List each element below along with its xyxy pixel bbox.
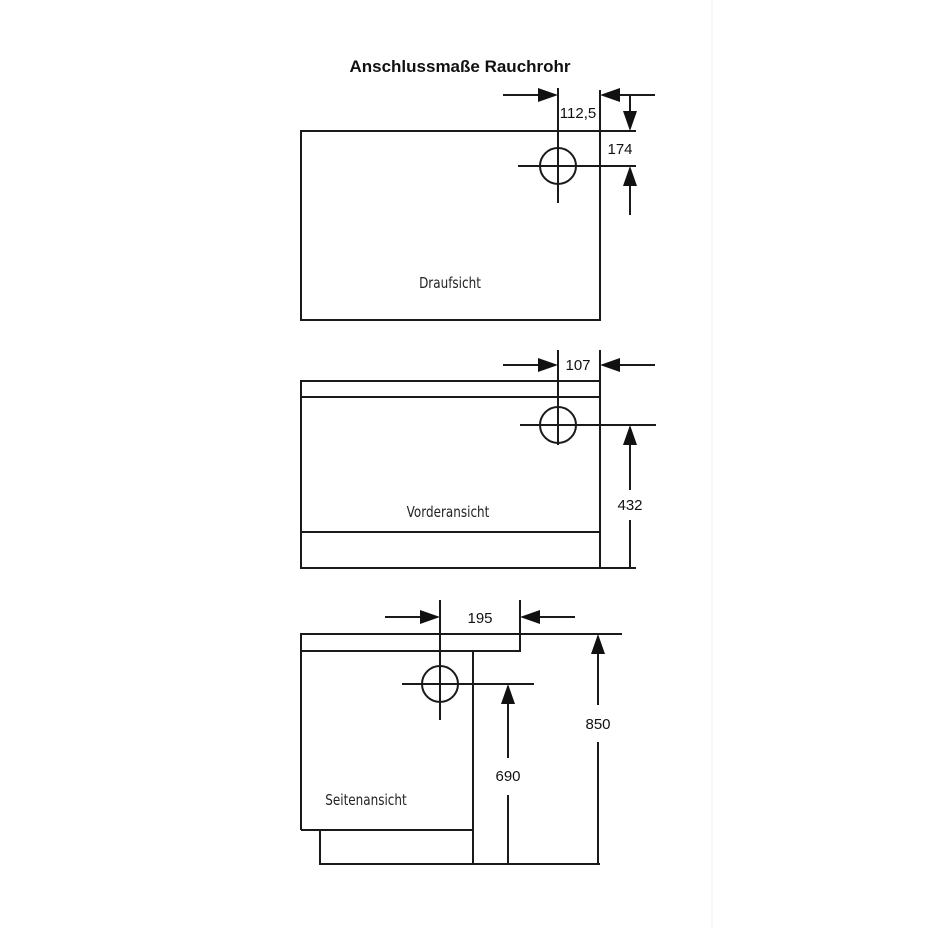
dim-112-5: 112,5 [560, 105, 596, 122]
side-view: 195 690 850 Seitenansicht [300, 600, 622, 865]
front-view-label: Vorderansicht [407, 504, 490, 522]
dim-432: 432 [617, 497, 642, 514]
dim-850: 850 [585, 716, 610, 733]
top-view-label: Draufsicht [419, 275, 481, 293]
front-view-outline [300, 380, 601, 569]
dim-174: 174 [607, 141, 632, 158]
dim-195: 195 [467, 610, 492, 627]
dim-107: 107 [565, 357, 590, 374]
top-view-outline [300, 130, 601, 321]
side-view-label: Seitenansicht [325, 792, 406, 810]
diagram-title: Anschlussmaße Rauchrohr [349, 57, 570, 76]
front-view: 107 432 Vorderansicht [300, 350, 656, 569]
dim-690: 690 [495, 768, 520, 785]
top-view: 112,5 174 Draufsicht [300, 88, 655, 321]
